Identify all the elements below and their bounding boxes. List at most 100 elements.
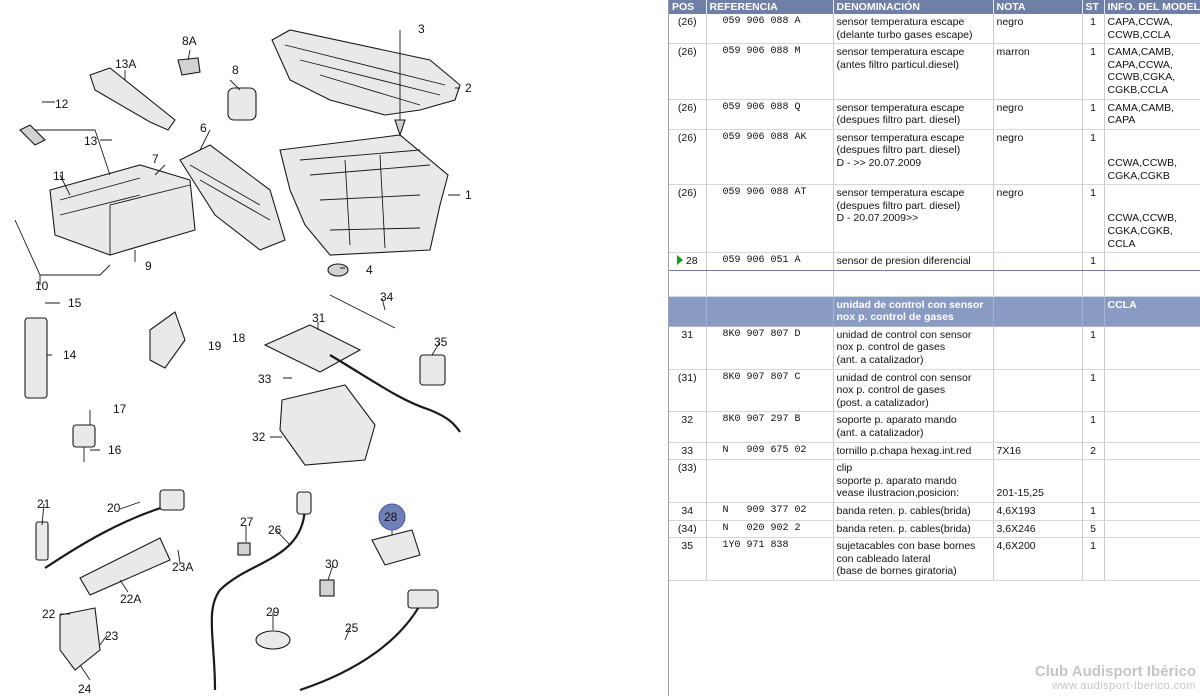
cell-info xyxy=(1104,411,1200,443)
cell-ref: N 020 902 2 xyxy=(706,520,834,539)
parts-table: POS REFERENCIA DENOMINACIÓN NOTA ST INFO… xyxy=(669,0,1200,581)
cell-pos: 33 xyxy=(669,442,707,461)
watermark-line2: www.audisport-iberico.com xyxy=(1052,680,1196,692)
part-35 xyxy=(419,354,446,386)
cell-nota xyxy=(993,411,1083,443)
cell-pos: (26) xyxy=(669,184,707,254)
callout-4: 4 xyxy=(366,263,373,277)
callout-20: 20 xyxy=(107,501,121,515)
cell-nota xyxy=(993,270,1083,297)
callout-19: 19 xyxy=(208,339,222,353)
cell-info xyxy=(1104,442,1200,461)
header-denominacion[interactable]: DENOMINACIÓN xyxy=(833,0,994,14)
cell-den: sensor temperatura escape (delante turbo… xyxy=(833,14,994,45)
cell-ref: 1Y0 971 838 xyxy=(706,537,834,581)
part-support xyxy=(14,124,111,276)
cell-den: banda reten. p. cables(brida) xyxy=(833,502,994,521)
header-nota[interactable]: NOTA xyxy=(993,0,1083,14)
table-row[interactable] xyxy=(669,270,1200,297)
cell-st: 1 xyxy=(1082,184,1105,254)
cell-info xyxy=(1104,252,1200,271)
part-21 xyxy=(35,521,49,561)
cell-den: unidad de control con sensor nox p. cont… xyxy=(833,326,994,370)
cell-pos: 32 xyxy=(669,411,707,443)
table-row[interactable]: unidad de control con sensor nox p. cont… xyxy=(669,296,1200,327)
cell-ref: 059 906 051 A xyxy=(706,252,834,271)
cell-pos: 28 xyxy=(669,252,707,271)
part-30 xyxy=(319,579,335,597)
part-32 xyxy=(279,384,376,466)
cell-ref: 059 906 088 M xyxy=(706,43,834,100)
callout-30: 30 xyxy=(325,557,339,571)
part-8a xyxy=(177,57,201,76)
callout-28-highlight xyxy=(378,503,406,531)
cell-ref: 8K0 907 807 D xyxy=(706,326,834,370)
cell-st xyxy=(1082,296,1105,327)
cell-nota: 7X16 xyxy=(993,442,1083,461)
cell-ref xyxy=(706,296,834,327)
callout-15: 15 xyxy=(68,296,82,310)
cell-pos: (34) xyxy=(669,520,707,539)
header-referencia[interactable]: REFERENCIA xyxy=(706,0,834,14)
cell-den: sensor temperatura escape (despues filtr… xyxy=(833,129,994,186)
cell-info xyxy=(1104,270,1200,297)
part-4 xyxy=(327,263,349,277)
cell-ref xyxy=(706,270,834,297)
part-cover xyxy=(271,29,461,116)
parts-table-panel: POS REFERENCIA DENOMINACIÓN NOTA ST INFO… xyxy=(668,0,1200,696)
callout-1: 1 xyxy=(465,188,472,202)
callout-27: 27 xyxy=(240,515,254,529)
callout-32: 32 xyxy=(252,430,266,444)
callout-13A: 13A xyxy=(115,57,136,71)
callout-22A: 22A xyxy=(120,592,141,606)
cell-nota: marron xyxy=(993,43,1083,100)
header-info[interactable]: INFO. DEL MODELO xyxy=(1104,0,1200,14)
cell-den: sensor temperatura escape (antes filtro … xyxy=(833,43,994,100)
table-row[interactable]: (33)clip soporte p. aparato mando vease … xyxy=(669,459,1200,503)
cell-st: 1 xyxy=(1082,502,1105,521)
cell-info xyxy=(1104,537,1200,581)
cell-ref: 8K0 907 297 B xyxy=(706,411,834,443)
part-31 xyxy=(263,324,461,433)
cell-den: unidad de control con sensor nox p. cont… xyxy=(833,296,994,327)
cell-nota xyxy=(993,326,1083,370)
part-14 xyxy=(24,317,48,399)
cell-st: 1 xyxy=(1082,14,1105,45)
part-8 xyxy=(227,87,257,121)
cell-st xyxy=(1082,459,1105,503)
cell-st: 5 xyxy=(1082,520,1105,539)
callout-8A: 8A xyxy=(182,34,197,48)
header-st[interactable]: ST xyxy=(1082,0,1105,14)
callout-34: 34 xyxy=(380,290,394,304)
part-20 xyxy=(44,489,185,569)
header-pos[interactable]: POS xyxy=(669,0,707,14)
callout-16: 16 xyxy=(108,443,122,457)
cell-info: CCWA,CCWB, CGKA,CGKB xyxy=(1104,129,1200,186)
part-28 xyxy=(371,529,421,566)
callout-23A: 23A xyxy=(172,560,193,574)
callout-14: 14 xyxy=(63,348,77,362)
selected-row-arrow-icon xyxy=(676,255,683,266)
callout-23: 23 xyxy=(105,629,119,643)
cell-nota: negro xyxy=(993,129,1083,186)
cell-nota xyxy=(993,252,1083,271)
cell-pos-text: 28 xyxy=(685,255,698,268)
cell-nota xyxy=(993,369,1083,413)
callout-21: 21 xyxy=(37,497,51,511)
cell-pos xyxy=(669,270,707,297)
cell-st: 1 xyxy=(1082,537,1105,581)
cell-st: 1 xyxy=(1082,326,1105,370)
